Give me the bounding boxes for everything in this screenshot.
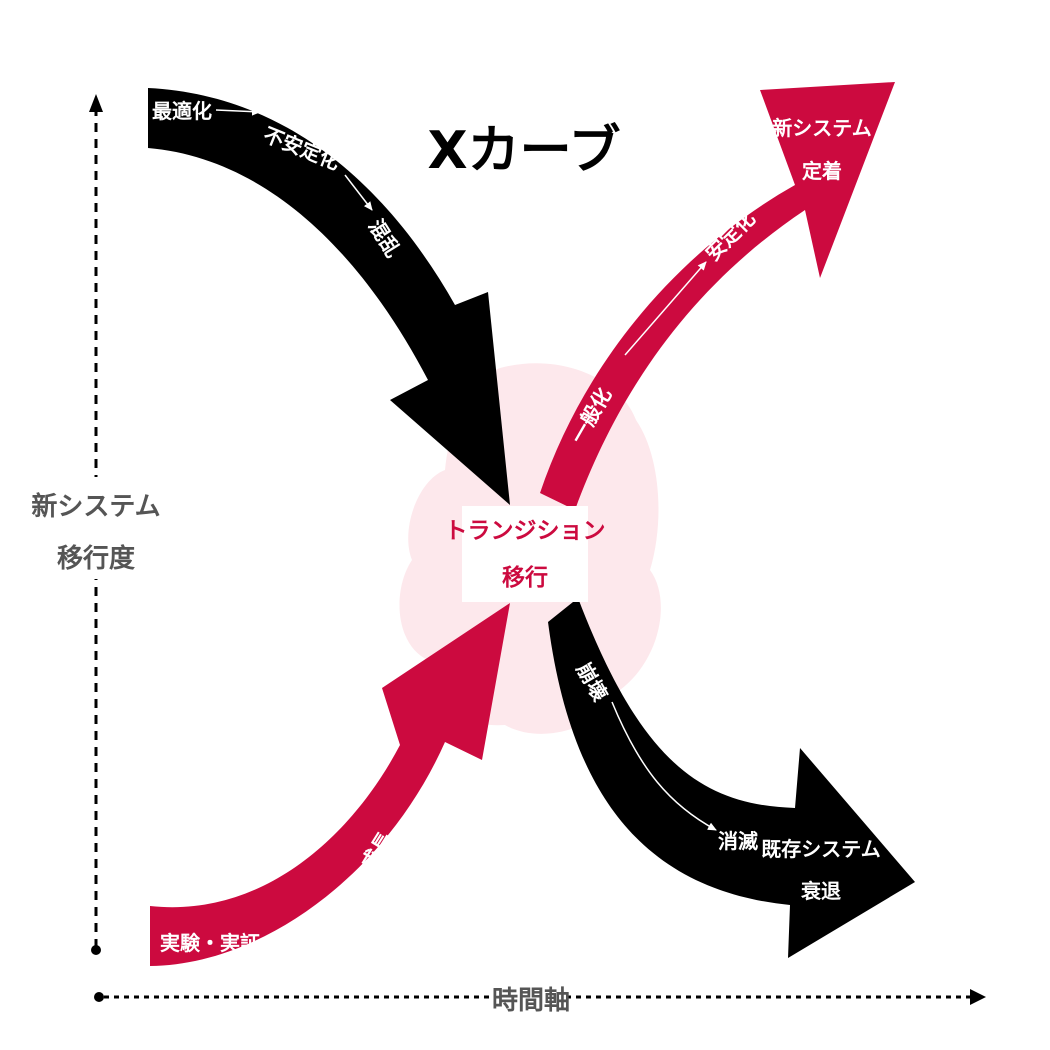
red-arrow-up-body (150, 603, 510, 966)
x-axis-label: 時間軸 (492, 985, 570, 1016)
diagram-title: Xカーブ (428, 121, 621, 181)
x-axis-arrowhead (970, 989, 986, 1005)
transition-label-line2: 移行 (502, 564, 548, 591)
x-axis-origin-dot (94, 992, 104, 1002)
red-arrow-out-body (540, 82, 895, 510)
black-down-connector-1 (215, 107, 261, 116)
transition-label-line1: トランジション (445, 518, 606, 544)
red-up-stage1-label: 実験・実証 (160, 931, 260, 955)
y-axis-label-background (32, 477, 158, 579)
black-out-stage2-label: 消滅 (718, 829, 758, 853)
black-out-end-label-line1: 既存システム (761, 837, 880, 861)
red-up-connector-1 (251, 933, 287, 944)
black-arrow-down-body (148, 88, 510, 505)
y-axis-arrowhead (89, 94, 103, 112)
red-out-end-label-line2: 定着 (802, 159, 842, 183)
red-out-end-label-line1: 新システム (772, 116, 871, 140)
black-out-connector (611, 701, 717, 831)
y-axis-origin-dot (91, 945, 101, 955)
red-up-connector-2 (329, 879, 366, 913)
transition-label-box (462, 506, 588, 602)
black-out-end-label-line2: 衰退 (800, 879, 841, 903)
red-out-connector (624, 261, 707, 356)
black-down-connector-2 (344, 174, 373, 211)
y-axis-label-line2: 移行度 (57, 543, 135, 574)
black-down-stage1-label: 最適化 (152, 99, 212, 123)
black-arrow-out-body (548, 598, 915, 958)
y-axis-label-line1: 新システム (31, 491, 160, 522)
